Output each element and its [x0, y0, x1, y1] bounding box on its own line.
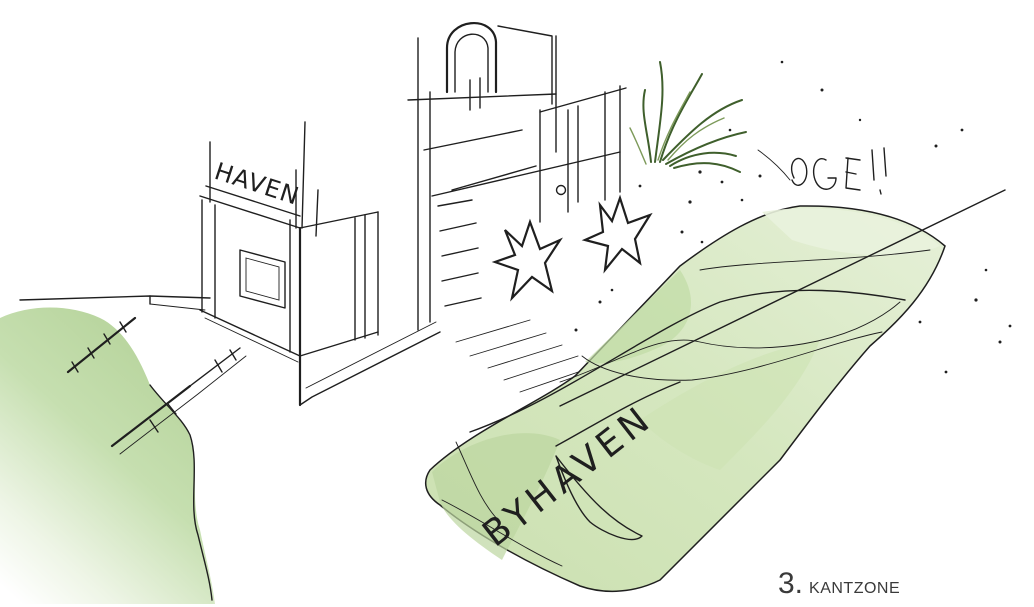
- caption: 3. KANTZONE: [778, 566, 900, 602]
- haven-sign: HAVEN: [206, 142, 303, 228]
- grass-tuft: [630, 62, 746, 172]
- gate-structure: [408, 23, 626, 392]
- building-block: [150, 122, 440, 405]
- star-plant-right: [585, 198, 650, 270]
- star-plant-left: [495, 222, 560, 298]
- handwritten-scribble: [758, 148, 886, 194]
- caption-title: KANTZONE: [809, 580, 900, 597]
- lawn-area: [0, 308, 215, 605]
- caption-number: 3.: [778, 567, 803, 600]
